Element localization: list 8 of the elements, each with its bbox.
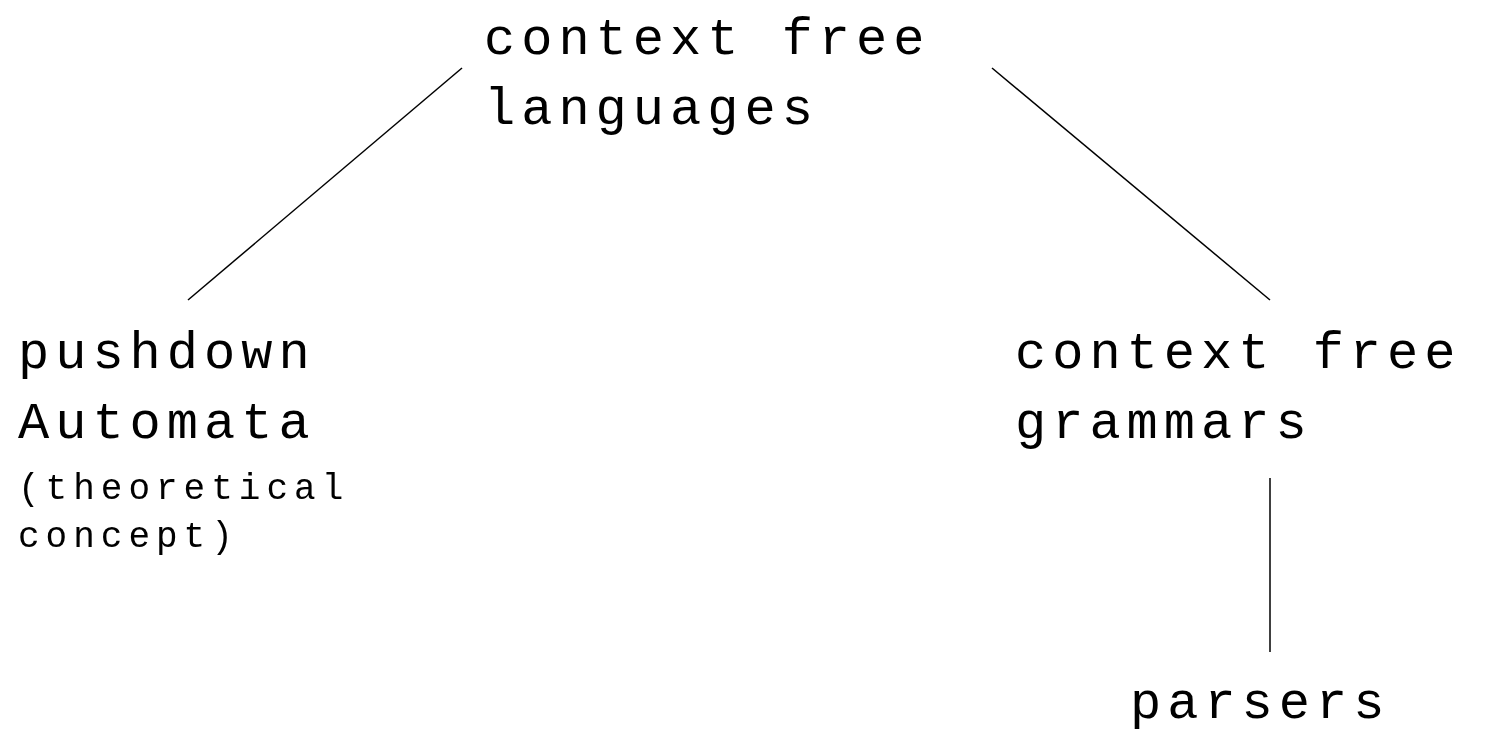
node-label: context free languages xyxy=(484,10,932,142)
node-label: context free grammars xyxy=(1015,324,1463,456)
connector-line xyxy=(187,67,463,301)
connector-line xyxy=(1269,477,1271,653)
node-label: parsers xyxy=(1130,674,1392,736)
node-label: pushdown Automata xyxy=(18,324,317,456)
connector-line xyxy=(991,67,1271,301)
node-note: (theoretical concept) xyxy=(18,468,351,560)
